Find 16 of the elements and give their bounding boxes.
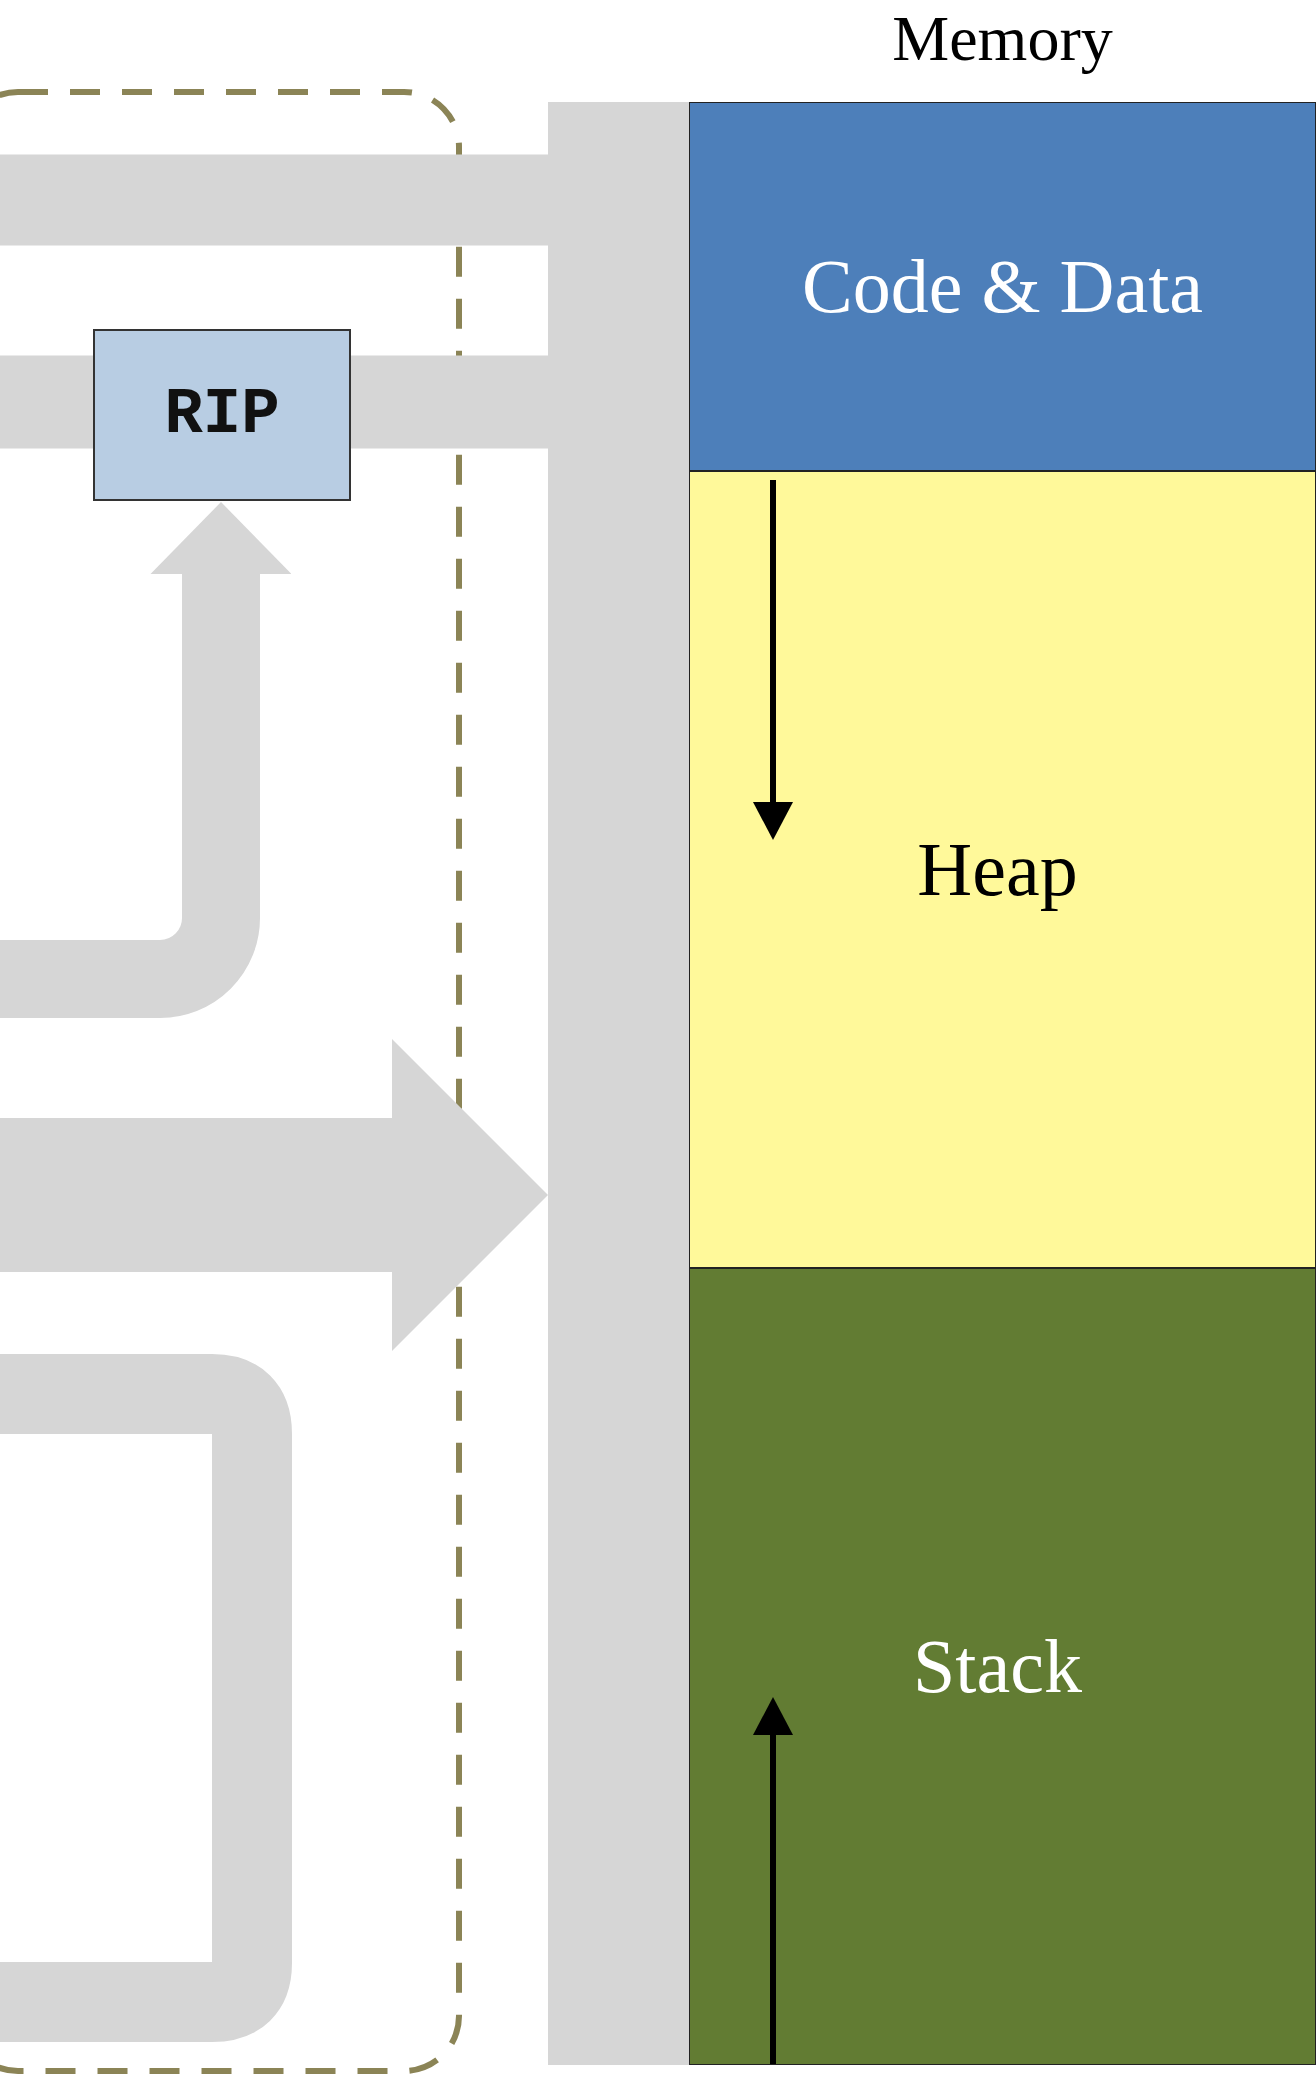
memory-segment [689, 1268, 1316, 2065]
wide-arrow [0, 1039, 548, 1351]
connector-band [0, 154, 548, 246]
connector-band [0, 355, 93, 449]
diagram-title: Memory [891, 4, 1114, 75]
register-box [93, 329, 351, 501]
connector-band [351, 355, 548, 449]
memory-segment [689, 471, 1316, 1268]
segment-label: Heap [917, 827, 1078, 912]
memory-segment [689, 102, 1316, 471]
segment-label: Stack [913, 1624, 1082, 1709]
wide-arrow [0, 502, 292, 1018]
segment-label: Code & Data [802, 244, 1203, 329]
register-label: RIP [164, 379, 280, 451]
memory-bus [548, 102, 689, 2065]
cpu-boundary [0, 89, 462, 2074]
